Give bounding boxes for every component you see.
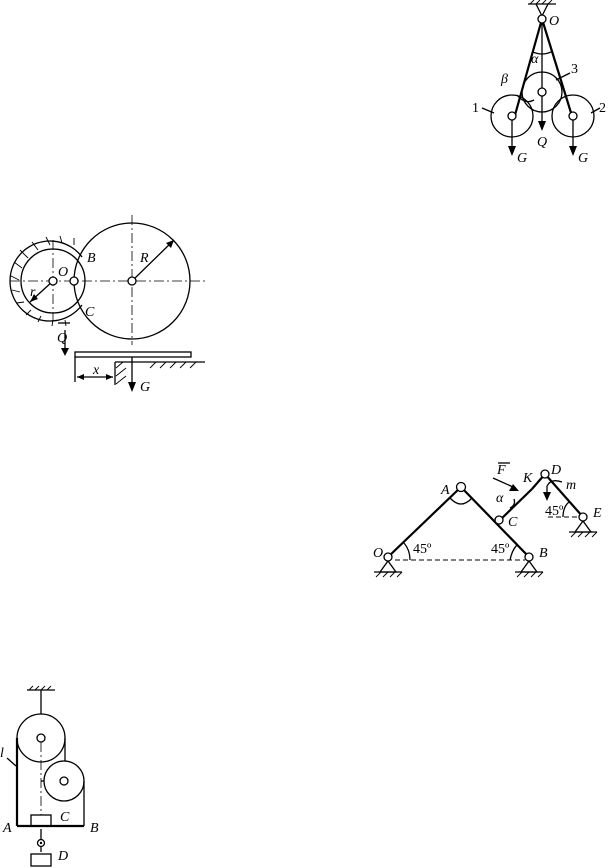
gears-figure: B O R r C Q x G xyxy=(9,215,205,395)
frame-figure: A F K D m α C E O B 45º 45º 45º xyxy=(373,462,602,578)
label-x: x xyxy=(92,363,100,378)
label-O: O xyxy=(549,14,559,29)
label-C: C xyxy=(60,810,70,825)
label-A: A xyxy=(440,483,450,498)
label-B: B xyxy=(539,546,548,561)
label-alpha: α xyxy=(496,491,504,506)
label-beta: β xyxy=(500,72,508,87)
label-r: r xyxy=(30,285,36,300)
label-B: B xyxy=(90,821,99,836)
label-B: B xyxy=(87,251,96,266)
label-O: O xyxy=(373,546,383,561)
label-angle-O: 45º xyxy=(413,542,432,557)
label-G-right: G xyxy=(578,151,588,166)
label-C: C xyxy=(508,515,518,530)
pulley-figure: l A C B D xyxy=(0,685,99,867)
label-K: K xyxy=(522,471,533,486)
label-D: D xyxy=(57,849,68,864)
label-Q: Q xyxy=(57,331,67,346)
label-angle-E: 45º xyxy=(545,504,564,519)
label-C: C xyxy=(85,305,95,320)
label-angle-B: 45º xyxy=(491,542,510,557)
label-alpha: α xyxy=(531,52,539,67)
pendulum-figure: O α β 3 1 2 G G Q xyxy=(472,0,606,166)
label-1: 1 xyxy=(472,101,479,116)
label-m: m xyxy=(566,478,576,493)
label-F: F xyxy=(496,463,506,478)
label-E: E xyxy=(592,506,602,521)
label-Q: Q xyxy=(537,135,547,150)
label-l: l xyxy=(0,746,4,761)
label-G: G xyxy=(140,380,150,395)
label-D: D xyxy=(550,463,561,478)
label-O: O xyxy=(58,265,68,280)
label-2: 2 xyxy=(599,101,606,116)
label-G-left: G xyxy=(517,151,527,166)
label-R: R xyxy=(139,251,149,266)
label-3: 3 xyxy=(571,62,578,77)
label-A: A xyxy=(2,821,12,836)
